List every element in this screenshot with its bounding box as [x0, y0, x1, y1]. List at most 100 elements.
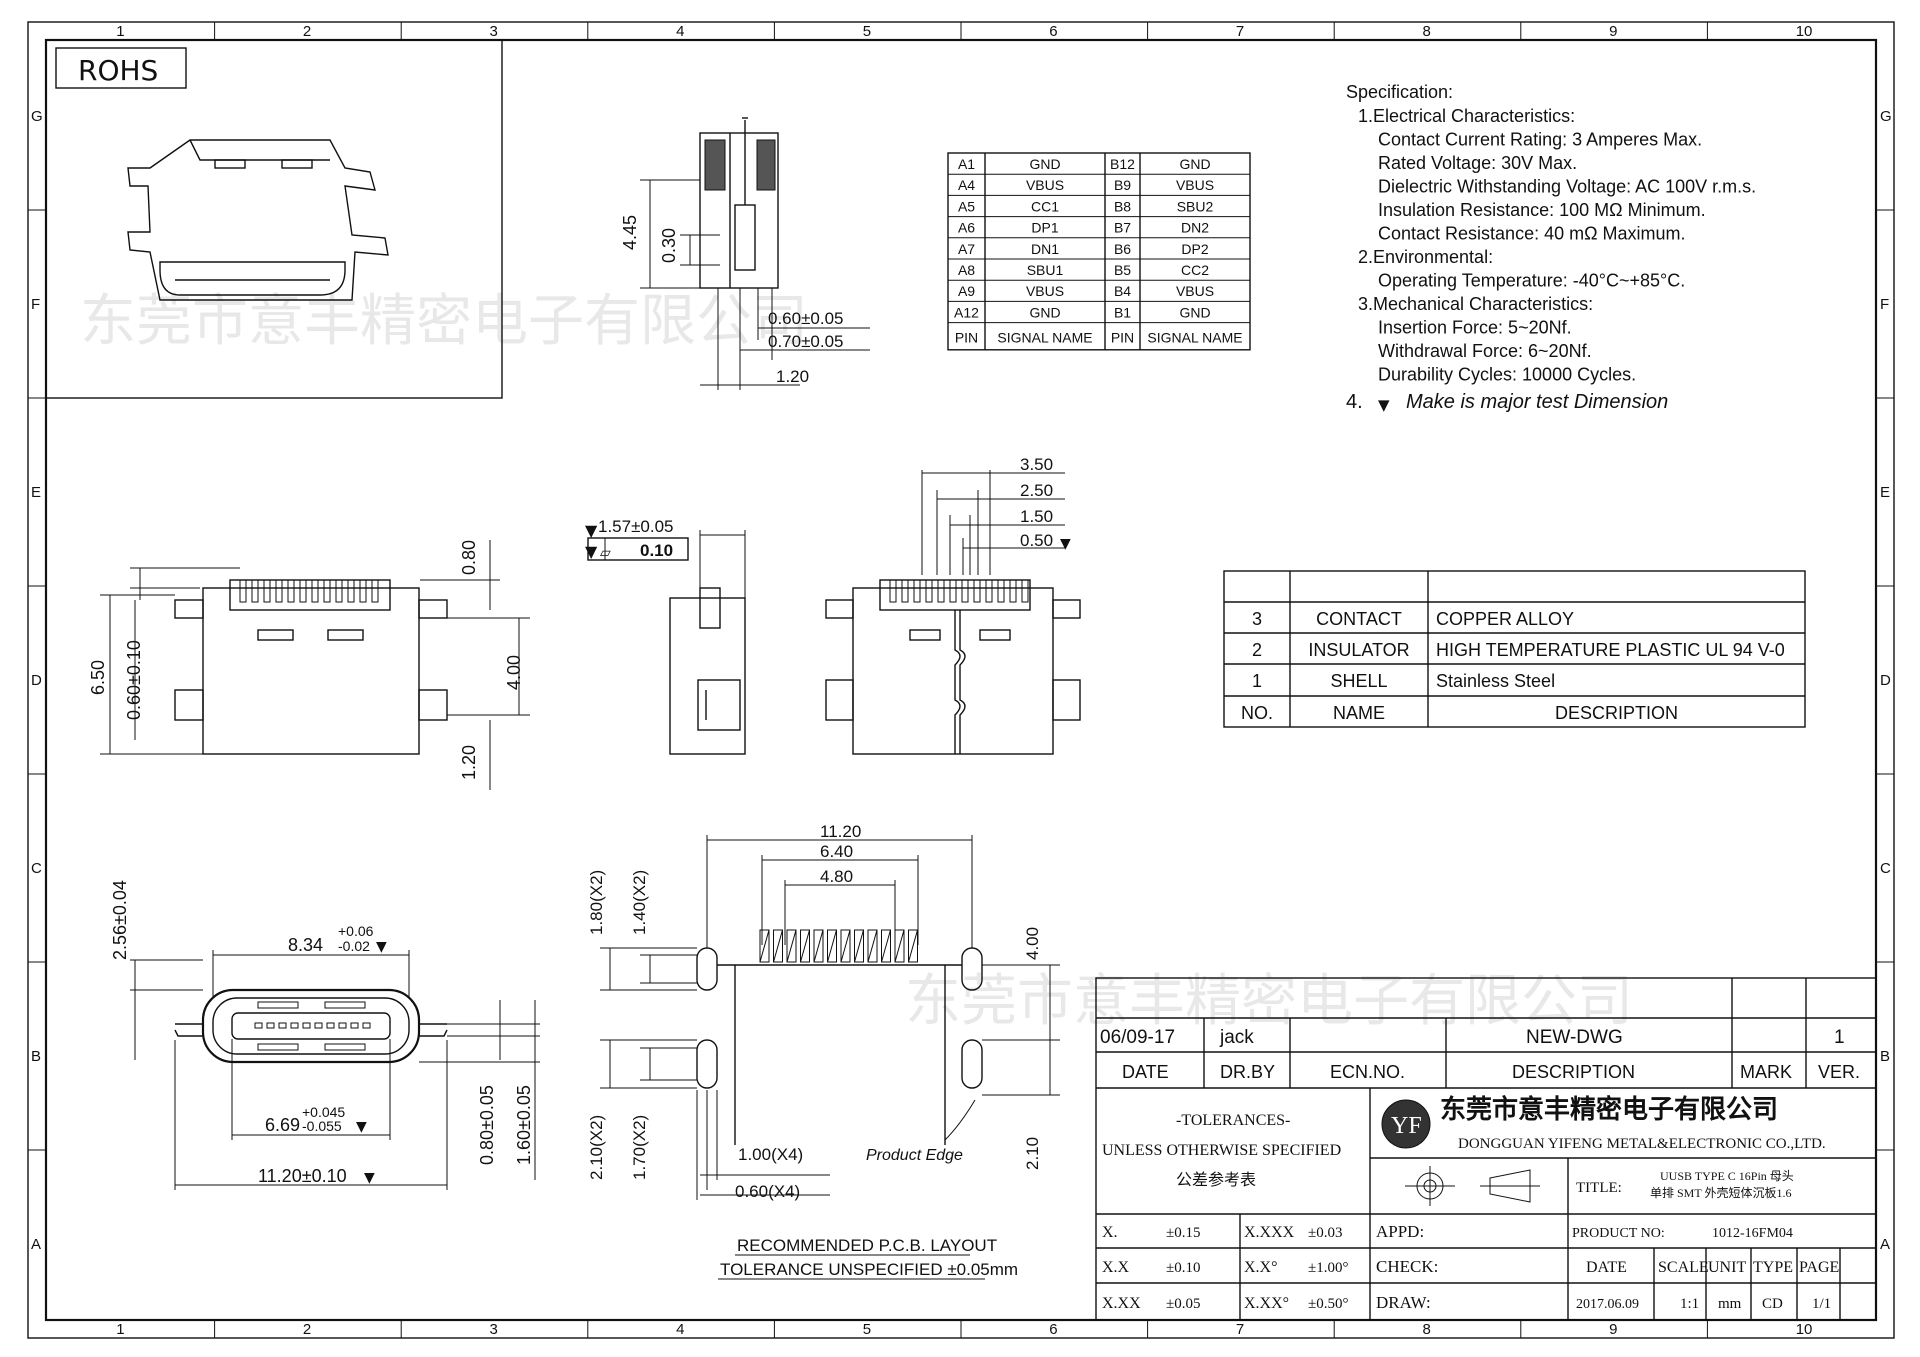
pin-cell: VBUS: [1176, 177, 1214, 193]
watermark-top: 东莞市意丰精密电子有限公司: [80, 289, 808, 354]
major-dim-marker: ▼: [1060, 536, 1071, 552]
dim-070-side: 0.70±0.05: [768, 332, 844, 351]
dim-120-front: 1.20: [459, 745, 479, 780]
zone-row-left: E: [31, 484, 41, 501]
pin-cell: A4: [958, 177, 975, 193]
pin-cell: DP2: [1181, 241, 1208, 257]
zone-col-top: 2: [303, 23, 311, 40]
rev-desc: NEW-DWG: [1526, 1027, 1623, 1048]
zone-col-top: 4: [676, 23, 684, 40]
tol-val-angle: ±1.00°: [1308, 1260, 1348, 1276]
title-block: [1095, 977, 1877, 1321]
bom-cell-desc: COPPER ALLOY: [1436, 609, 1574, 629]
title-line1: UUSB TYPE C 16Pin 母头: [1660, 1169, 1794, 1183]
zone-row-right: A: [1880, 1236, 1890, 1253]
specification-block: Specification: 1.Electrical Characteristi…: [1346, 82, 1756, 414]
zone-row-left: C: [31, 860, 42, 877]
bom-cell-no: NO.: [1241, 703, 1273, 723]
bom-cell-name: SHELL: [1330, 671, 1387, 691]
tol-fmt: X.XX: [1102, 1295, 1141, 1312]
company-name-cn: 东莞市意丰精密电子有限公司: [1440, 1094, 1778, 1125]
header-type: TYPE: [1753, 1259, 1793, 1276]
pin-cell: A12: [954, 304, 979, 320]
tolerances-subtitle: UNLESS OTHERWISE SPECIFIED: [1102, 1142, 1341, 1159]
appd-label: APPD:: [1376, 1222, 1424, 1241]
spec-title: Specification:: [1346, 82, 1453, 102]
front-view: [100, 540, 530, 790]
dim-060-side: 0.60±0.05: [768, 309, 844, 328]
product-no-label: PRODUCT NO:: [1572, 1226, 1665, 1241]
value-scale: 1:1: [1680, 1296, 1699, 1312]
dim-157: 1.57±0.05: [598, 517, 674, 536]
spec-line: Withdrawal Force: 6~20Nf.: [1378, 341, 1592, 361]
spec-line: Contact Current Rating: 3 Amperes Max.: [1378, 130, 1702, 150]
projection-symbol: [1405, 1166, 1540, 1206]
zone-row-left: G: [31, 108, 43, 125]
connector-3d-view: [127, 139, 389, 301]
pin-cell: B8: [1114, 198, 1131, 214]
dim-400-front: 4.00: [504, 655, 524, 690]
rohs-label: ROHS: [78, 54, 158, 87]
tol-val: ±0.15: [1166, 1225, 1200, 1241]
pin-cell: GND: [1029, 304, 1060, 320]
dim-210x2-pcb: 2.10(X2): [587, 1115, 606, 1180]
dim-834-marker: ▼: [376, 939, 387, 955]
zone-row-right: E: [1880, 484, 1890, 501]
check-label: CHECK:: [1376, 1257, 1438, 1276]
dim-100-pcb: 1.00(X4): [738, 1145, 803, 1164]
zone-col-bottom: 8: [1423, 1321, 1431, 1338]
mid-side-view: ▱ ▼ ▼: [585, 521, 746, 755]
value-date: 2017.06.09: [1576, 1297, 1639, 1312]
pin-cell: A1: [958, 156, 975, 172]
dim-350: 3.50: [1020, 455, 1053, 474]
pin-cell: VBUS: [1176, 283, 1214, 299]
bom-cell-no: 3: [1252, 609, 1262, 629]
dim-120-side: 1.20: [776, 367, 809, 386]
rear-view: [825, 470, 1081, 755]
dim-650: 6.50: [88, 660, 108, 695]
pin-cell: DN1: [1031, 241, 1059, 257]
value-type: CD: [1762, 1296, 1783, 1312]
zone-col-top: 3: [490, 23, 498, 40]
tol-fmt: X.: [1102, 1224, 1118, 1241]
zone-col-bottom: 4: [676, 1321, 684, 1338]
pin-cell: B4: [1114, 283, 1131, 299]
draw-label: DRAW:: [1376, 1293, 1431, 1312]
tol-fmt-angle: X.XXX: [1244, 1224, 1295, 1241]
spec-line: 3.Mechanical Characteristics:: [1358, 294, 1593, 314]
dim-050: 0.50: [1020, 531, 1053, 550]
tol-fmt: X.X: [1102, 1259, 1130, 1276]
dim-669: 6.69: [265, 1115, 300, 1135]
pin-cell: B9: [1114, 177, 1131, 193]
pin-cell: A9: [958, 283, 975, 299]
tol-val-angle: ±0.50°: [1308, 1296, 1348, 1312]
header-drby: DR.BY: [1220, 1062, 1275, 1082]
bom-cell-desc: DESCRIPTION: [1555, 703, 1678, 723]
spec-line: Rated Voltage: 30V Max.: [1378, 153, 1577, 173]
zone-col-top: 10: [1796, 23, 1813, 40]
tolerances-title: -TOLERANCES-: [1176, 1112, 1290, 1129]
title-line2: 单排 SMT 外壳短体沉板1.6: [1650, 1186, 1791, 1200]
rohs-badge: [55, 47, 187, 89]
product-edge-label: Product Edge: [866, 1147, 963, 1164]
dim-080-socket: 0.80±0.05: [477, 1085, 497, 1165]
pin-cell: B12: [1110, 156, 1135, 172]
zone-col-bottom: 3: [490, 1321, 498, 1338]
spec-line: 1.Electrical Characteristics:: [1358, 106, 1575, 126]
pin-cell: SBU1: [1027, 262, 1064, 278]
dim-250: 2.50: [1020, 481, 1053, 500]
tolerances-cn: 公差参考表: [1176, 1170, 1256, 1189]
pin-cell: PIN: [955, 330, 978, 346]
dim-150: 1.50: [1020, 507, 1053, 526]
spec-note-marker: ▼: [1378, 396, 1390, 414]
zone-col-top: 6: [1049, 23, 1057, 40]
header-scale: SCALE: [1658, 1259, 1709, 1276]
pin-cell: SIGNAL NAME: [997, 330, 1092, 346]
zone-col-bottom: 7: [1236, 1321, 1244, 1338]
bom-cell-name: INSULATOR: [1308, 640, 1409, 660]
spec-line: Dielectric Withstanding Voltage: AC 100V…: [1378, 177, 1756, 197]
zone-col-top: 5: [863, 23, 871, 40]
